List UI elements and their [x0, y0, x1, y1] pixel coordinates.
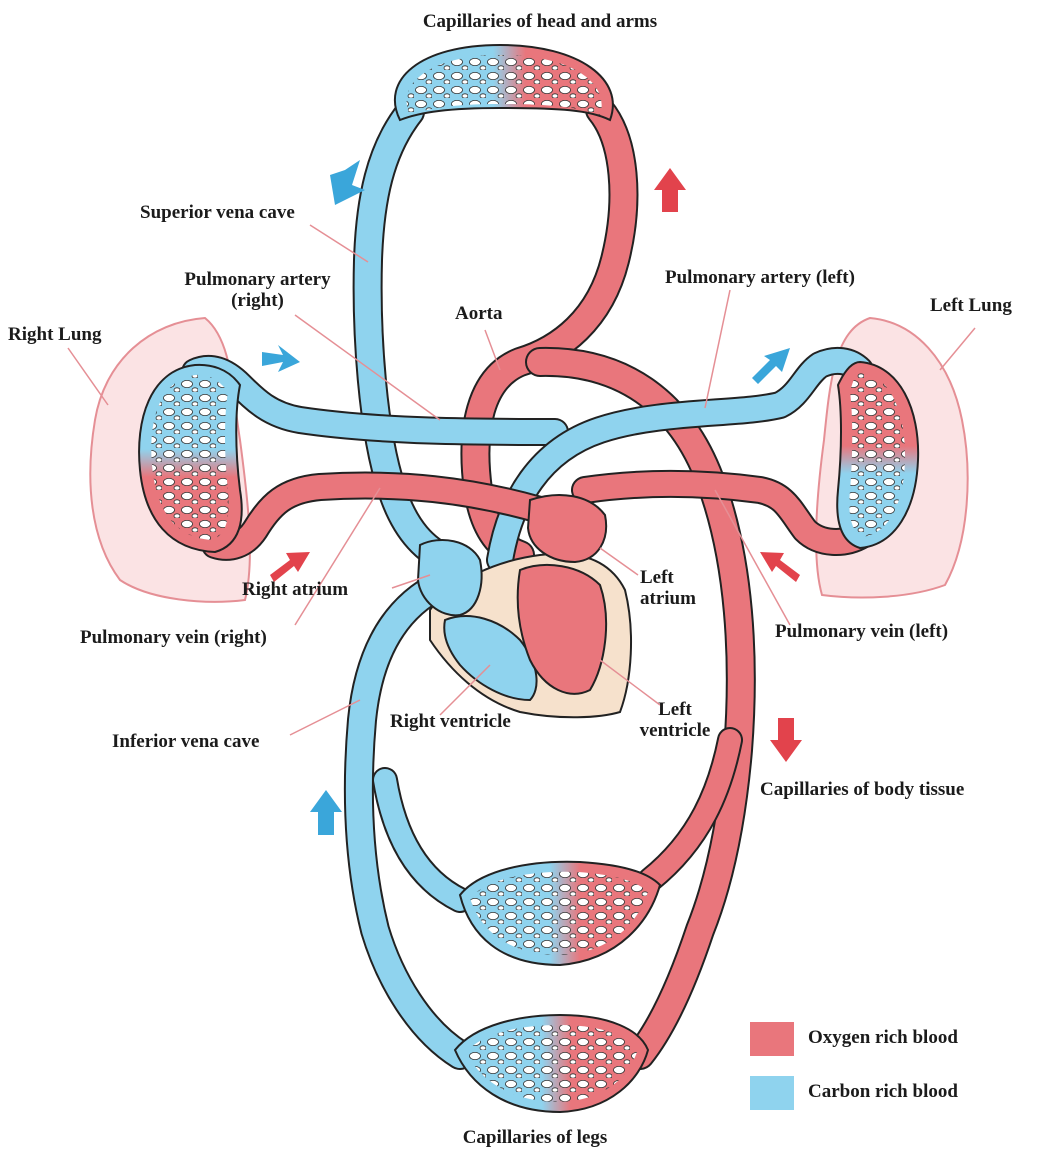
label-inferior-vena-cava: Inferior vena cave — [112, 732, 259, 753]
red-arrow-down-icon — [770, 718, 802, 762]
label-left-atrium-line1: Left — [640, 568, 696, 589]
label-right-lung: Right Lung — [8, 325, 101, 346]
label-left-ventricle: Left ventricle — [620, 700, 730, 742]
label-left-ventricle-line2: ventricle — [620, 721, 730, 742]
legend-swatch-oxygen-rich — [750, 1022, 794, 1056]
legend-label-oxygen-rich: Oxygen rich blood — [808, 1028, 958, 1049]
label-pulmonary-artery-right-line1: Pulmonary artery — [160, 270, 355, 291]
blue-arrow-left-icon — [262, 345, 300, 372]
left-atrium-chamber — [528, 495, 606, 562]
label-pulmonary-artery-right: Pulmonary artery (right) — [160, 270, 355, 312]
red-arrow-up-icon — [654, 168, 686, 212]
label-capillaries-head-arms: Capillaries of head and arms — [370, 12, 710, 33]
label-left-lung: Left Lung — [930, 296, 1012, 317]
label-left-ventricle-line1: Left — [620, 700, 730, 721]
blue-arrow-up-icon — [310, 790, 342, 835]
label-pulmonary-vein-right: Pulmonary vein (right) — [80, 628, 267, 649]
blue-arrow-up-right-icon — [752, 348, 790, 384]
label-right-ventricle: Right ventricle — [390, 712, 511, 733]
label-left-atrium-line2: atrium — [640, 589, 696, 610]
label-superior-vena-cava: Superior vena cave — [140, 203, 295, 224]
capillaries-head-arms-bed — [395, 45, 613, 120]
label-aorta: Aorta — [455, 304, 502, 325]
legend-swatch-carbon-rich — [750, 1076, 794, 1110]
red-arrow-left-icon — [760, 552, 800, 582]
label-capillaries-legs: Capillaries of legs — [410, 1128, 660, 1149]
legend-label-carbon-rich: Carbon rich blood — [808, 1082, 958, 1103]
heart — [418, 495, 631, 717]
capillaries-body-tissue-bed — [460, 862, 660, 965]
red-arrow-right-icon — [270, 552, 310, 582]
label-capillaries-body-tissue: Capillaries of body tissue — [760, 780, 964, 801]
label-right-atrium: Right atrium — [242, 580, 348, 601]
label-pulmonary-vein-left: Pulmonary vein (left) — [775, 622, 948, 643]
label-pulmonary-artery-right-line2: (right) — [160, 291, 355, 312]
label-pulmonary-artery-left: Pulmonary artery (left) — [665, 268, 855, 289]
capillaries-legs-bed — [455, 1015, 648, 1112]
label-left-atrium: Left atrium — [640, 568, 696, 610]
